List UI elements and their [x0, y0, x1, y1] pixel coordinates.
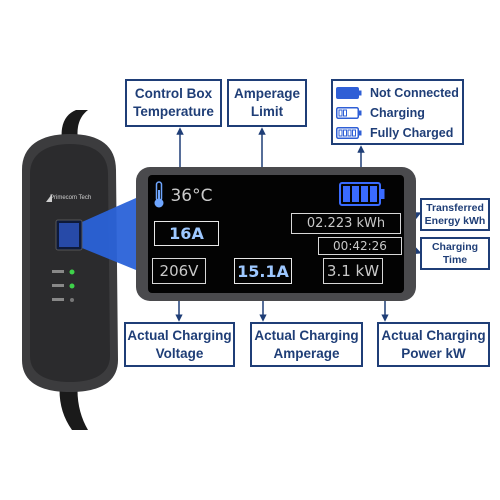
display-time: 00:42:26	[318, 237, 402, 255]
battery-full-icon	[336, 127, 362, 139]
callout-line-1: Amperage	[233, 86, 301, 101]
callout-line-1: Actual Charging	[254, 327, 359, 343]
callout-line-2: Energy kWh	[424, 214, 486, 227]
legend-label: Not Connected	[370, 86, 459, 100]
callout-actual-voltage: Actual Charging Voltage	[124, 322, 235, 367]
legend-label: Fully Charged	[370, 126, 454, 140]
callout-line-2: Power kW	[401, 345, 466, 361]
legend-label: Charging	[370, 106, 425, 120]
device-brand-label: Primecom Tech	[50, 195, 92, 201]
callout-line-2: Voltage	[155, 345, 204, 361]
charger-control-box	[22, 110, 136, 430]
display-voltage: 206V	[152, 258, 206, 284]
callout-line-2: Limit	[250, 104, 284, 119]
legend-charging: Charging	[336, 103, 459, 123]
thermometer-icon	[154, 181, 164, 208]
callout-line-1: Charging	[431, 240, 479, 253]
legend-fully-charged: Fully Charged	[336, 123, 459, 143]
callout-amperage-limit: Amperage Limit	[227, 79, 307, 127]
callout-line-1: Transferred	[426, 201, 484, 214]
callout-actual-amperage: Actual Charging Amperage	[250, 322, 363, 367]
callout-transferred-energy: Transferred Energy kWh	[420, 198, 490, 231]
display-energy: 02.223 kWh	[291, 213, 401, 234]
callout-charging-time: Charging Time	[420, 237, 490, 270]
callout-actual-power: Actual Charging Power kW	[377, 322, 490, 367]
callout-line-1: Actual Charging	[381, 327, 486, 343]
display-battery-full-icon	[339, 182, 385, 206]
display-temperature: 36°C	[170, 185, 213, 206]
display-actual-amperage: 15.1A	[234, 258, 292, 284]
legend-not-connected: Not Connected	[336, 83, 459, 103]
callout-line-1: Control Box	[134, 86, 213, 101]
battery-status-legend: Not Connected Charging Fully Charged	[331, 79, 464, 145]
display-amperage-limit: 16A	[154, 221, 219, 246]
display-power: 3.1 kW	[323, 258, 383, 284]
battery-solid-icon	[336, 87, 362, 99]
battery-partial-icon	[336, 107, 362, 119]
callout-line-2: Time	[442, 253, 468, 266]
callout-line-2: Amperage	[273, 345, 340, 361]
callout-line-2: Temperature	[133, 104, 214, 119]
callout-control-box-temperature: Control Box Temperature	[125, 79, 222, 127]
callout-line-1: Actual Charging	[127, 327, 232, 343]
